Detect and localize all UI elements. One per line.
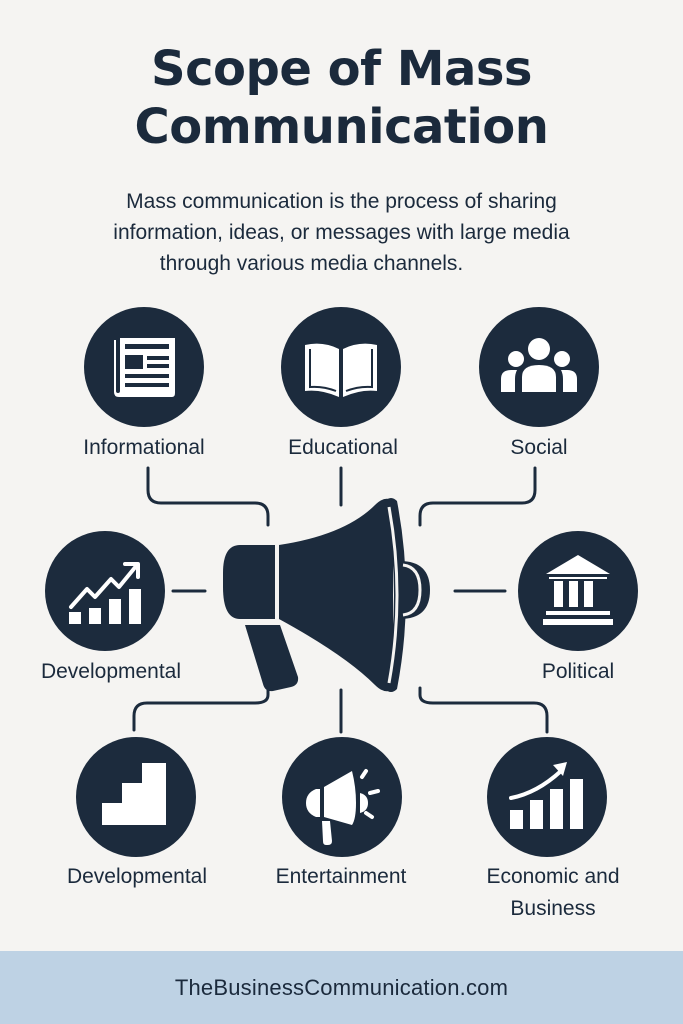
newspaper-icon [114, 338, 175, 397]
economic-business-node [487, 737, 607, 857]
educational-label: Educational [288, 436, 398, 459]
page-title: Scope of Mass Communication [0, 40, 683, 156]
developmental-label-bottom: Developmental [66, 865, 208, 888]
title-line-1: Scope of Mass [151, 41, 533, 97]
footer-website: TheBusinessCommunication.com [174, 974, 509, 1000]
government-building-icon [543, 555, 613, 625]
entertainment-node [282, 737, 402, 857]
growth-chart-icon [69, 562, 141, 624]
description-line-1: Mass communication is the process of sha… [126, 190, 557, 213]
description-line-3: through various media channels. [159, 252, 464, 275]
developmental-node-left [45, 531, 165, 651]
educational-node [281, 307, 401, 427]
political-node [518, 531, 638, 651]
stairs-icon [102, 763, 166, 825]
economic-business-label-line-1: Economic and [486, 865, 620, 888]
entertainment-label: Entertainment [275, 865, 407, 888]
economic-business-label: Economic and Business [453, 861, 653, 925]
social-node [479, 307, 599, 427]
open-book-icon [305, 343, 377, 397]
social-label: Social [510, 436, 568, 459]
economic-business-label-line-2: Business [510, 897, 596, 920]
title-line-2: Communication [134, 99, 549, 155]
megaphone-icon [223, 498, 430, 692]
business-growth-chart-icon [509, 762, 583, 829]
footer-band: TheBusinessCommunication.com [0, 951, 683, 1024]
announcement-megaphone-icon [306, 769, 380, 845]
description-line-2: information, ideas, or messages with lar… [113, 221, 570, 244]
political-label: Political [541, 660, 615, 683]
informational-node [84, 307, 204, 427]
people-group-icon [501, 338, 577, 392]
developmental-node-bottom [76, 737, 196, 857]
informational-label: Informational [83, 436, 205, 459]
developmental-label-left: Developmental [40, 660, 182, 683]
description: Mass communication is the process of sha… [60, 186, 623, 279]
